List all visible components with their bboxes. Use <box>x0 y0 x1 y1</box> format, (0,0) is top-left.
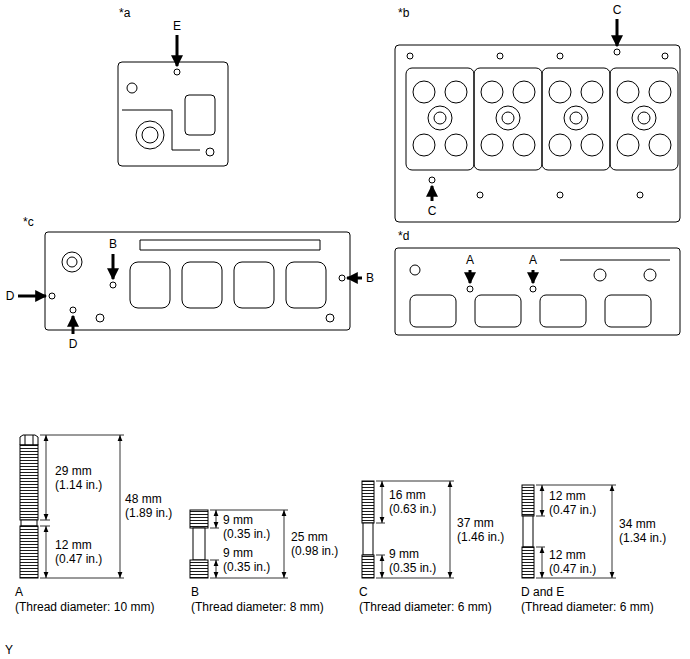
dimension: 9 mm (0.35 in.) <box>222 513 278 541</box>
thread-note: (Thread diameter: 10 mm) <box>14 600 155 614</box>
dimension: 12 mm (0.47 in.) <box>548 489 604 517</box>
cylinder-head-intake-side-view <box>45 232 350 330</box>
dimension: 37 mm (1.46 in.) <box>456 516 512 544</box>
stud-bolts <box>20 435 534 578</box>
dimension: 48 mm (1.89 in.) <box>124 492 180 520</box>
stud-name: B <box>190 585 200 599</box>
callout-letter: A <box>465 253 475 267</box>
dimension: 16 mm (0.63 in.) <box>388 488 444 516</box>
dimension: 34 mm (1.34 in.) <box>618 517 674 545</box>
callout-letter: B <box>108 237 118 251</box>
dimension: 12 mm (0.47 in.) <box>54 538 110 566</box>
dimension: 12 mm (0.47 in.) <box>548 548 604 576</box>
dimension: 25 mm (0.98 in.) <box>290 530 346 558</box>
view-label: *b <box>397 6 410 20</box>
callout-letter: C <box>612 3 623 17</box>
thread-note: (Thread diameter: 6 mm) <box>520 600 655 614</box>
extension-lines <box>40 435 616 578</box>
cylinder-head-top-view <box>395 45 680 222</box>
dimension-lines <box>46 435 612 578</box>
dimension: 9 mm (0.35 in.) <box>222 546 278 574</box>
thread-note: (Thread diameter: 6 mm) <box>358 600 493 614</box>
stud-name: D and E <box>520 585 565 599</box>
view-label: *d <box>397 229 410 243</box>
pointer-arrows <box>18 19 617 334</box>
dimension: 29 mm (1.14 in.) <box>54 464 110 492</box>
callout-letter: D <box>5 289 16 303</box>
callout-letter: B <box>365 271 375 285</box>
callout-letter: E <box>172 19 182 33</box>
dimension: 9 mm (0.35 in.) <box>388 547 444 575</box>
thread-note: (Thread diameter: 8 mm) <box>190 600 325 614</box>
callout-letter: C <box>427 204 438 218</box>
callout-letter: A <box>528 253 538 267</box>
view-label: *c <box>22 215 35 229</box>
stud-name: A <box>14 585 24 599</box>
figure-code: Y <box>4 643 14 657</box>
cylinder-head-end-view <box>118 62 228 166</box>
callout-letter: D <box>68 337 79 351</box>
stud-name: C <box>358 585 369 599</box>
cylinder-head-exhaust-side-view <box>395 248 680 335</box>
view-label: *a <box>118 6 131 20</box>
